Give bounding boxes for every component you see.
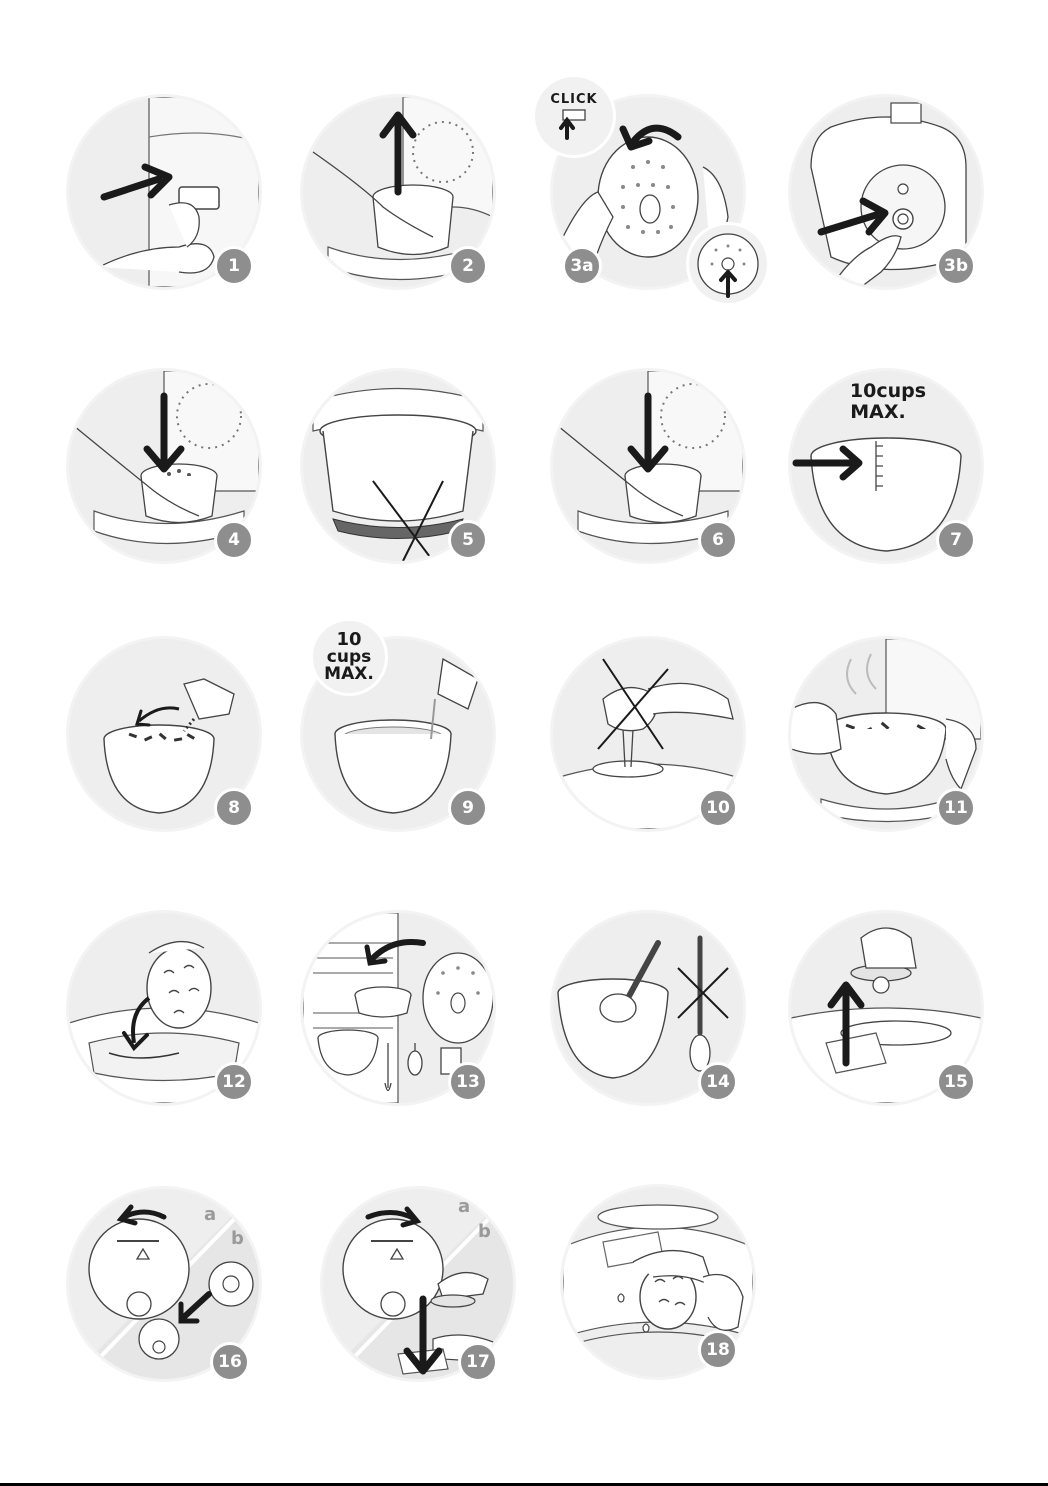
step-9: 10 cups MAX. 9 <box>300 636 496 832</box>
step-7: 10cups MAX. 7 <box>788 368 984 564</box>
step-8-number-badge: 8 <box>214 788 254 828</box>
step-15: 15 <box>788 910 984 1106</box>
step-18: 18 <box>560 1184 756 1380</box>
step-14: 14 <box>550 910 746 1106</box>
step-10: 10 <box>550 636 746 832</box>
step-17: a b 17 <box>320 1186 516 1382</box>
step-5-number-badge: 5 <box>448 520 488 560</box>
step-13: 13 <box>300 910 496 1106</box>
step-3b-number-badge: 3b <box>936 246 976 286</box>
step-14-number-badge: 14 <box>698 1062 738 1102</box>
step-12-number-badge: 12 <box>214 1062 254 1102</box>
step-15-number-badge: 15 <box>936 1062 976 1102</box>
step-1: 1 <box>66 94 262 290</box>
step-17-label-a: a <box>458 1196 470 1217</box>
step-9-number-badge: 9 <box>448 788 488 828</box>
step-17-number-badge: 17 <box>458 1342 498 1382</box>
step-17-label-b: b <box>478 1221 491 1242</box>
step-2-number-badge: 2 <box>448 246 488 286</box>
step-4-number-badge: 4 <box>214 520 254 560</box>
step-7-max-caption-line1: 10cups <box>848 382 928 401</box>
step-1-number-badge: 1 <box>214 246 254 286</box>
step-16-number-badge: 16 <box>210 1342 250 1382</box>
step-6: 6 <box>550 368 746 564</box>
inner-lid-icon <box>692 228 764 300</box>
step-16-label-a: a <box>204 1204 216 1225</box>
step-11: 11 <box>788 636 984 832</box>
step-13-number-badge: 13 <box>448 1062 488 1102</box>
step-7-max-caption-line2: MAX. <box>848 403 908 422</box>
step-9-max-caption-line3: MAX. <box>324 666 374 683</box>
step-8: 8 <box>66 636 262 832</box>
click-latch-icon <box>549 106 599 140</box>
step-7-number-badge: 7 <box>936 520 976 560</box>
step-4: 4 <box>66 368 262 564</box>
step-5: 5 <box>300 368 496 564</box>
step-3b: 3b <box>788 94 984 290</box>
step-6-number-badge: 6 <box>698 520 738 560</box>
step-3a-number-badge: 3a <box>562 246 602 286</box>
step-16-label-b: b <box>231 1228 244 1249</box>
step-12: 12 <box>66 910 262 1106</box>
step-3a: CLICK 3a <box>550 94 746 290</box>
step-11-number-badge: 11 <box>936 788 976 828</box>
step-3a-click-inset: CLICK <box>532 74 616 158</box>
step-16: a b 16 <box>66 1186 262 1382</box>
click-label: CLICK <box>550 93 597 106</box>
step-10-number-badge: 10 <box>698 788 738 828</box>
step-18-number-badge: 18 <box>698 1330 738 1370</box>
step-2: 2 <box>300 94 496 290</box>
step-9-max-inset: 10 cups MAX. <box>310 618 388 696</box>
step-3a-lid-inset <box>686 222 770 306</box>
